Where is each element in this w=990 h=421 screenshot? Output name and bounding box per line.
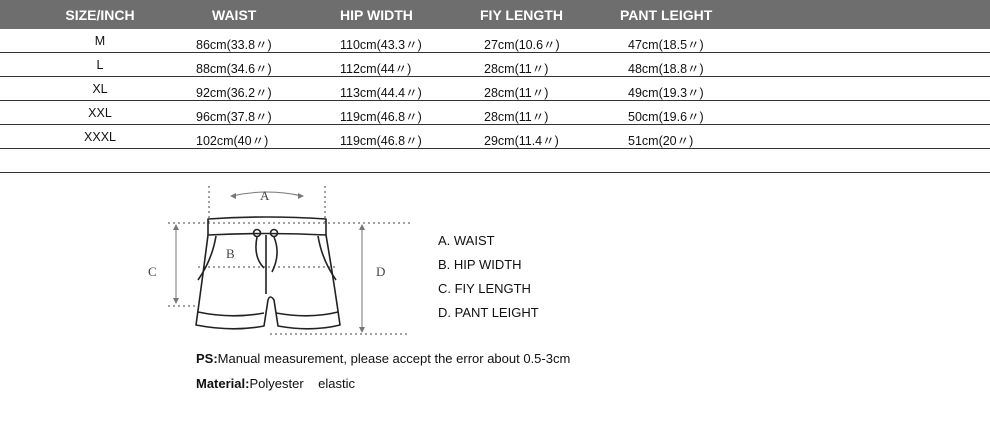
cell-size: XXL	[88, 106, 112, 120]
table-row: XXL 96cm(37.8〃) 119cm(46.8〃) 28cm(11〃) 5…	[0, 101, 990, 125]
material-label: Material:	[196, 376, 250, 391]
cell-waist: 96cm(37.8〃)	[196, 110, 272, 124]
cell-fiy-length: 27cm(10.6〃)	[484, 38, 560, 52]
cell-fiy-length: 28cm(11〃)	[484, 86, 549, 100]
table-row-empty	[0, 149, 990, 173]
header-waist: WAIST	[212, 7, 257, 23]
table-row: M 86cm(33.8〃) 110cm(43.3〃) 27cm(10.6〃) 4…	[0, 29, 990, 53]
ps-text: Manual measurement, please accept the er…	[217, 351, 571, 366]
header-pant-leight: PANT LEIGHT	[620, 7, 713, 23]
label-c: C	[148, 264, 157, 279]
cell-size: XL	[92, 82, 108, 96]
cell-pant-leight: 51cm(20〃)	[628, 134, 694, 148]
cell-size: L	[96, 58, 104, 72]
header-size: SIZE/INCH	[65, 7, 135, 23]
shorts-illustration	[168, 186, 410, 335]
table-row: L 88cm(34.6〃) 112cm(44〃) 28cm(11〃) 48cm(…	[0, 53, 990, 77]
label-a: A	[260, 188, 270, 203]
cell-hip-width: 119cm(46.8〃)	[340, 110, 422, 124]
cell-fiy-length: 29cm(11.4〃)	[484, 134, 559, 148]
legend-item-fiy-length: C. FIY LENGTH	[438, 281, 531, 296]
header-hip-width: HIP WIDTH	[340, 7, 413, 23]
cell-pant-leight: 49cm(19.3〃)	[628, 86, 704, 100]
cell-fiy-length: 28cm(11〃)	[484, 110, 549, 124]
ps-note: PS:Manual measurement, please accept the…	[196, 350, 570, 375]
material-note: Material:Polyester elastic	[196, 375, 570, 400]
cell-size: XXXL	[84, 130, 116, 144]
cell-hip-width: 112cm(44〃)	[340, 62, 412, 76]
notes: PS:Manual measurement, please accept the…	[196, 350, 570, 400]
cell-hip-width: 113cm(44.4〃)	[340, 86, 422, 100]
cell-size: M	[94, 34, 106, 48]
table-header: SIZE/INCH WAIST HIP WIDTH FIY LENGTH PAN…	[0, 0, 990, 29]
header-fiy-length: FIY LENGTH	[480, 7, 563, 23]
cell-waist: 102cm(40〃)	[196, 134, 269, 148]
legend-item-pant-leight: D. PANT LEIGHT	[438, 305, 539, 320]
cell-fiy-length: 28cm(11〃)	[484, 62, 549, 76]
cell-hip-width: 119cm(46.8〃)	[340, 134, 422, 148]
table-row: XXXL 102cm(40〃) 119cm(46.8〃) 29cm(11.4〃)…	[0, 125, 990, 149]
cell-hip-width: 110cm(43.3〃)	[340, 38, 422, 52]
label-b: B	[226, 246, 235, 261]
cell-pant-leight: 48cm(18.8〃)	[628, 62, 704, 76]
cell-pant-leight: 50cm(19.6〃)	[628, 110, 704, 124]
size-table: SIZE/INCH WAIST HIP WIDTH FIY LENGTH PAN…	[0, 0, 990, 173]
cell-pant-leight: 47cm(18.5〃)	[628, 38, 704, 52]
material-text: Polyester elastic	[249, 376, 355, 391]
cell-waist: 88cm(34.6〃)	[196, 62, 272, 76]
ps-label: PS:	[196, 351, 218, 366]
shorts-diagram: A B C D	[140, 182, 430, 347]
cell-waist: 86cm(33.8〃)	[196, 38, 272, 52]
measurement-legend: A. WAIST B. HIP WIDTH C. FIY LENGTH D. P…	[438, 233, 539, 329]
legend-item-waist: A. WAIST	[438, 233, 495, 248]
table-row: XL 92cm(36.2〃) 113cm(44.4〃) 28cm(11〃) 49…	[0, 77, 990, 101]
label-d: D	[376, 264, 386, 279]
cell-waist: 92cm(36.2〃)	[196, 86, 272, 100]
legend-item-hip-width: B. HIP WIDTH	[438, 257, 522, 272]
